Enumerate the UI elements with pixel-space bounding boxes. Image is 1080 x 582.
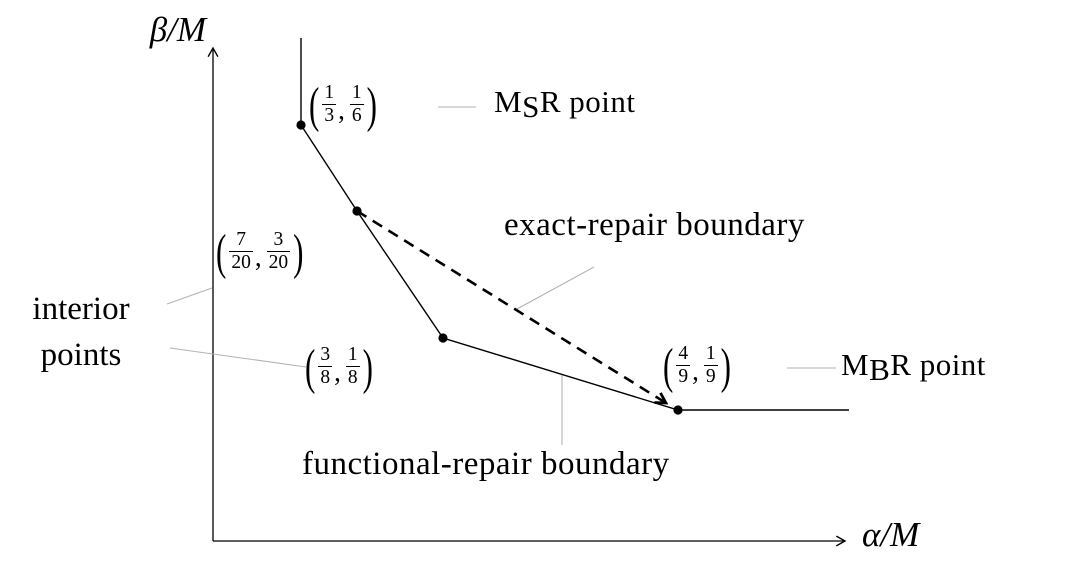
msr-post: R point bbox=[539, 84, 636, 119]
point-dot-mbr bbox=[673, 405, 683, 415]
mbr-post: R point bbox=[890, 347, 986, 382]
paren-close: ) bbox=[293, 222, 304, 280]
interior-points-line2: points bbox=[40, 336, 122, 373]
paren-close: ) bbox=[720, 336, 731, 394]
y-axis-label: β/M bbox=[149, 10, 206, 49]
exact-repair-boundary-line bbox=[356, 209, 666, 403]
x-axis-label: α/M bbox=[862, 515, 920, 554]
paren-open: ( bbox=[216, 222, 227, 280]
interior-points-line1: interior bbox=[32, 291, 130, 327]
msr-pre: M bbox=[494, 84, 523, 119]
mbr-point-label: MBR point bbox=[841, 347, 986, 387]
paren-open: ( bbox=[309, 75, 320, 133]
msr-point-label: MSR point bbox=[494, 84, 636, 124]
leader-interior-1 bbox=[166, 287, 213, 305]
exact-repair-boundary-label: exact-repair boundary bbox=[504, 207, 805, 243]
functional-repair-boundary-line bbox=[300, 38, 849, 411]
paren-open: ( bbox=[305, 337, 316, 395]
functional-repair-boundary-label: functional-repair boundary bbox=[302, 446, 670, 482]
point-dot-interior-2 bbox=[438, 333, 448, 343]
mbr-sub: B bbox=[869, 352, 891, 388]
point-dot-interior-1 bbox=[352, 206, 362, 216]
comma: , bbox=[334, 357, 341, 387]
leader-exact-repair bbox=[516, 266, 595, 310]
leader-lines bbox=[166, 106, 836, 445]
paren-close: ) bbox=[362, 337, 373, 395]
paren-close: ) bbox=[366, 75, 377, 133]
leader-interior-2 bbox=[169, 347, 307, 368]
point-dot-msr bbox=[296, 120, 306, 130]
msr-sub: S bbox=[522, 89, 540, 125]
interior-points-label: interior points bbox=[0, 287, 162, 378]
comma: , bbox=[692, 356, 699, 386]
paren-open: ( bbox=[663, 336, 674, 394]
mbr-pre: M bbox=[841, 347, 870, 382]
comma: , bbox=[338, 95, 345, 125]
comma: , bbox=[254, 242, 262, 272]
